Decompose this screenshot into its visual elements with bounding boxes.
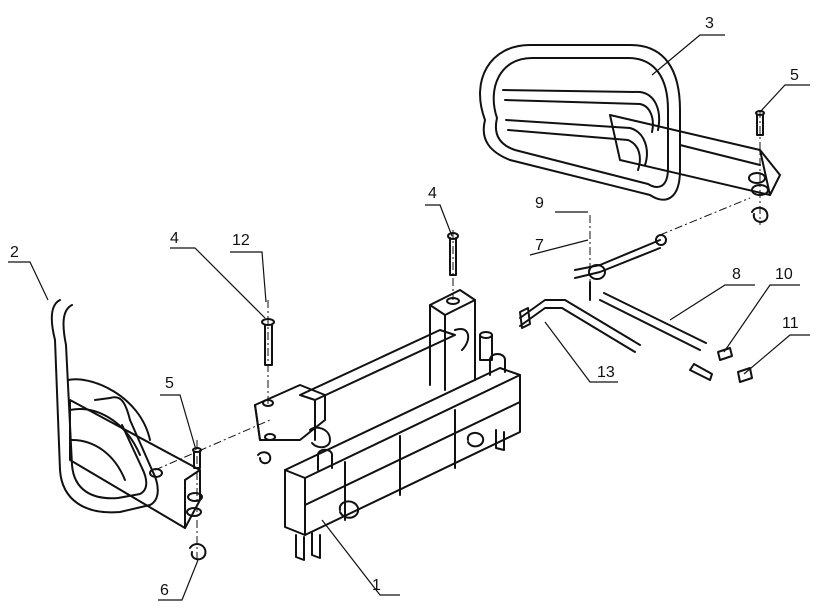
callout-9: 9 [535, 195, 544, 212]
callout-7: 7 [535, 237, 544, 254]
clip-right [751, 206, 769, 223]
callout-13: 13 [597, 364, 615, 381]
clip-6 [189, 543, 207, 561]
callout-5-right: 5 [790, 67, 799, 84]
hose [599, 292, 713, 381]
left-guard-frame [50, 299, 203, 529]
callout-4-center: 4 [428, 185, 437, 202]
centerlines [154, 110, 761, 560]
callout-11: 11 [782, 315, 799, 332]
callout-5-left: 5 [165, 375, 174, 392]
callout-6: 6 [160, 582, 169, 599]
main-frame [254, 289, 521, 561]
callout-1: 1 [372, 577, 381, 594]
callout-10: 10 [775, 266, 793, 283]
callout-4-left: 4 [170, 230, 179, 247]
callout-3: 3 [705, 15, 714, 32]
leader-lines [8, 34, 810, 601]
clip-left-hitch [257, 451, 272, 465]
callout-12: 12 [232, 232, 250, 249]
right-guard-frame [479, 44, 781, 201]
pin-12 [261, 318, 275, 366]
callout-8: 8 [732, 266, 741, 283]
fitting-11 [737, 367, 753, 383]
callout-2: 2 [10, 244, 19, 261]
